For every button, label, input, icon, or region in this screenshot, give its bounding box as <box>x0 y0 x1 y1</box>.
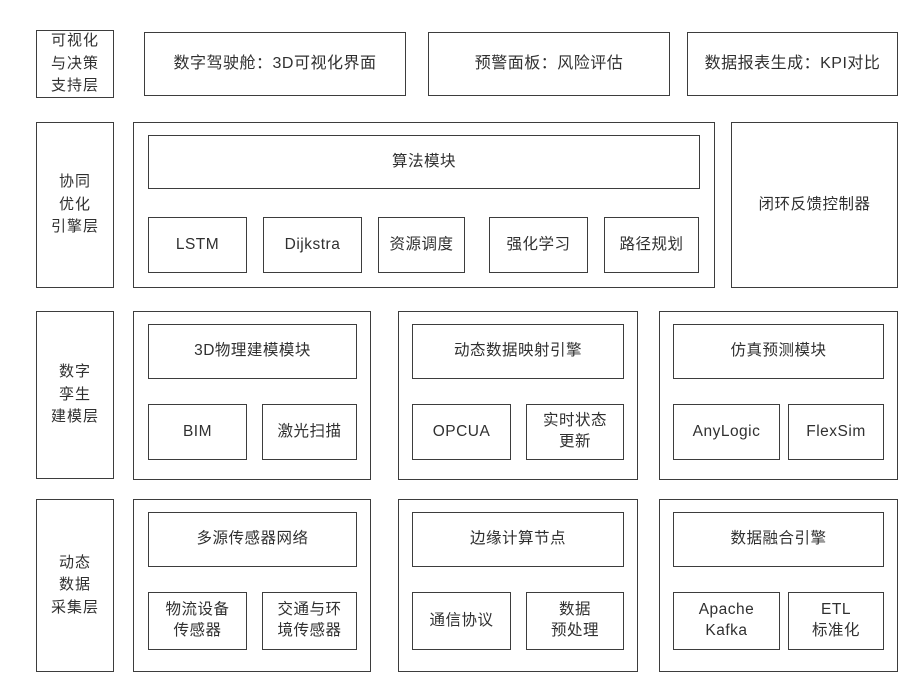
box-traffic-env-sensors: 交通与环 境传感器 <box>262 592 357 650</box>
box-data-preprocessing: 数据 预处理 <box>526 592 624 650</box>
box-data-fusion-title: 数据融合引擎 <box>673 512 884 567</box>
box-simulation-title: 仿真预测模块 <box>673 324 884 379</box>
box-logistics-sensors: 物流设备 传感器 <box>148 592 247 650</box>
box-laser-scanning: 激光扫描 <box>262 404 357 460</box>
box-reinforcement-learning: 强化学习 <box>489 217 588 273</box>
box-realtime-status: 实时状态 更新 <box>526 404 624 460</box>
box-lstm: LSTM <box>148 217 247 273</box>
box-data-mapping-title: 动态数据映射引擎 <box>412 324 624 379</box>
box-etl-standardization: ETL 标准化 <box>788 592 884 650</box>
box-report-generation: 数据报表生成：KPI对比 <box>687 32 898 96</box>
layer-label-optimization-engine: 协同 优化 引擎层 <box>36 122 114 288</box>
box-comm-protocol: 通信协议 <box>412 592 511 650</box>
layer-label-visualization-decision: 可视化 与决策 支持层 <box>36 30 114 98</box>
box-apache-kafka: Apache Kafka <box>673 592 780 650</box>
box-digital-cockpit: 数字驾驶舱：3D可视化界面 <box>144 32 406 96</box>
box-resource-scheduling: 资源调度 <box>378 217 465 273</box>
box-path-planning: 路径规划 <box>604 217 699 273</box>
box-warning-panel: 预警面板：风险评估 <box>428 32 670 96</box>
box-sensor-network-title: 多源传感器网络 <box>148 512 357 567</box>
box-edge-computing-title: 边缘计算节点 <box>412 512 624 567</box>
box-anylogic: AnyLogic <box>673 404 780 460</box>
box-dijkstra: Dijkstra <box>263 217 362 273</box>
box-algorithm-module-title: 算法模块 <box>148 135 700 189</box>
box-3d-modeling-title: 3D物理建模模块 <box>148 324 357 379</box>
layer-label-digital-twin: 数字 孪生 建模层 <box>36 311 114 479</box>
box-opcua: OPCUA <box>412 404 511 460</box>
layer-label-data-collection: 动态 数据 采集层 <box>36 499 114 672</box>
box-flexsim: FlexSim <box>788 404 884 460</box>
box-closed-loop-controller: 闭环反馈控制器 <box>731 122 898 288</box>
box-bim: BIM <box>148 404 247 460</box>
